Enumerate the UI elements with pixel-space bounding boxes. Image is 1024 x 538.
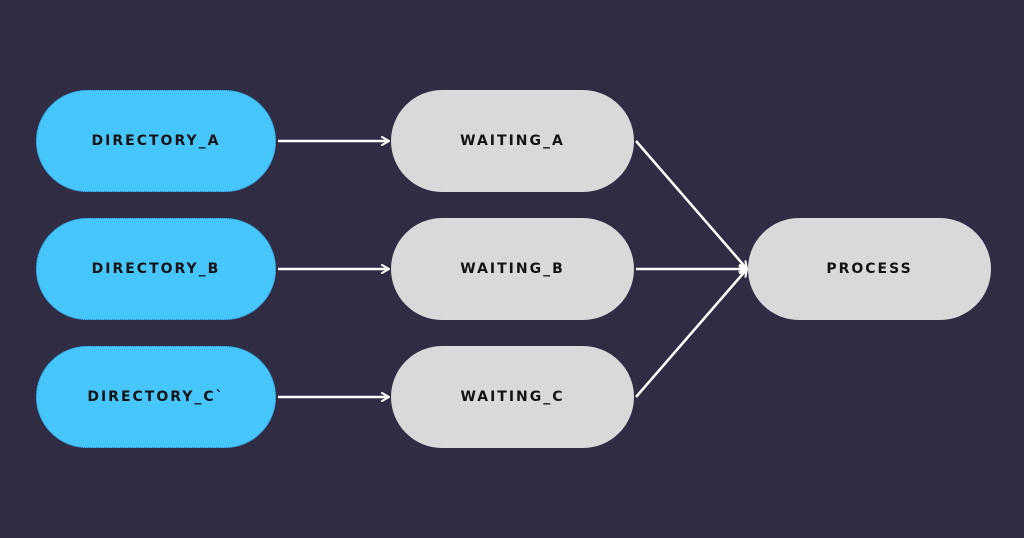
node-label: WAITING_C: [460, 389, 565, 405]
node-waiting-b: WAITING_B: [391, 218, 634, 320]
arrow-waiting-c-to-process: [635, 268, 748, 398]
node-directory-a: DIRECTORY_A: [36, 90, 276, 192]
node-label: DIRECTORY_C`: [87, 389, 225, 405]
node-directory-c: DIRECTORY_C`: [36, 346, 276, 448]
node-waiting-c: WAITING_C: [391, 346, 634, 448]
node-label: PROCESS: [826, 261, 913, 277]
node-label: WAITING_A: [460, 133, 565, 149]
node-label: DIRECTORY_A: [91, 133, 221, 149]
arrow-waiting-a-to-process: [635, 140, 748, 270]
node-label: WAITING_B: [460, 261, 565, 277]
node-label: DIRECTORY_B: [91, 261, 221, 277]
node-directory-b: DIRECTORY_B: [36, 218, 276, 320]
node-waiting-a: WAITING_A: [391, 90, 634, 192]
node-process: PROCESS: [748, 218, 991, 320]
